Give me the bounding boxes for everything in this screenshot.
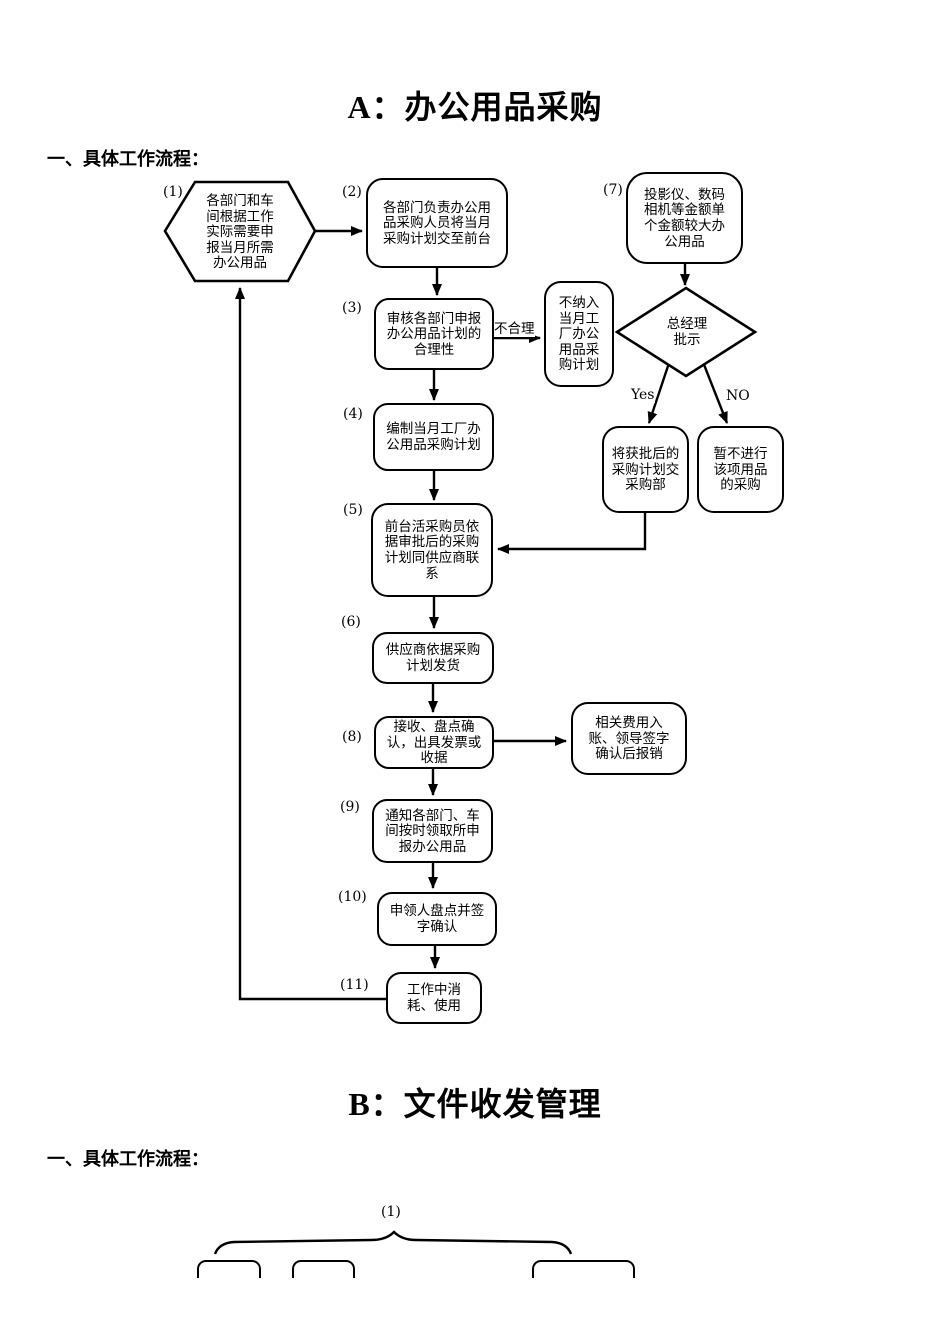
step-label-7: (7): [603, 182, 623, 198]
step-label-1: (1): [163, 184, 183, 200]
step-label-2: (2): [342, 184, 362, 200]
node-step3: 审核各部门申报 办公用品计划的 合理性: [374, 298, 494, 370]
step-label-10: (10): [338, 889, 367, 905]
edge-gm-no: [699, 356, 729, 424]
node-step9: 通知各部门、车 间按时领取所申 报办公用品: [372, 799, 493, 863]
step-label-3: (3): [342, 300, 362, 316]
node-step6: 供应商依据采购 计划发货: [372, 632, 494, 684]
node-step10: 申领人盘点并签 字确认: [377, 892, 497, 946]
section-b-brace: [213, 1230, 573, 1255]
node-gm-review-text: 总经理 批示: [666, 316, 708, 347]
section-b-partial-box-2: [292, 1260, 355, 1278]
edge-gm-yes: [647, 356, 673, 424]
edge-feedback-loop: [235, 287, 386, 1001]
step-label-6: (6): [341, 614, 361, 630]
step-label-9: (9): [340, 799, 360, 815]
node-step5: 前台活采购员依 据审批后的采购 计划同供应商联 系: [371, 503, 493, 597]
edge-label-unreasonable: 不合理: [494, 317, 535, 337]
node-step7: 投影仪、数码 相机等金额单 个金额较大办 公用品: [626, 172, 743, 264]
decision-diamond-shape: [614, 286, 758, 378]
step-label-4: (4): [343, 406, 363, 422]
section-b-partial-box-1: [197, 1260, 261, 1278]
step-label-8: (8): [342, 729, 362, 745]
section-b-partial-box-3: [532, 1260, 635, 1278]
node-step4: 编制当月工厂办 公用品采购计划: [373, 403, 494, 471]
edge-label-yes: Yes: [631, 387, 655, 403]
node-exclude-from-plan: 不纳入 当月工 厂办公 用品采 购计划: [544, 281, 614, 387]
section-b-subtitle: 一、具体工作流程：: [47, 1149, 209, 1169]
edge-label-no: NO: [726, 388, 750, 404]
section-b-title: B：文件收发管理: [348, 1086, 602, 1122]
section-a-title: A：办公用品采购: [347, 89, 603, 125]
node-step11: 工作中消 耗、使用: [386, 972, 482, 1024]
node-step2: 各部门负责办公用 品采购人员将当月 采购计划交至前台: [366, 178, 508, 268]
section-b-step1-label: (1): [381, 1204, 401, 1220]
node-rejected-no-purchase: 暂不进行 该项用品 的采购: [697, 426, 784, 513]
node-step1-hexagon-text: 各部门和车 间根据工作 实际需要申 报当月所需 办公用品: [206, 193, 274, 271]
node-approved-to-purchasing: 将获批后的 采购计划交 采购部: [602, 426, 689, 513]
step-label-11: (11): [340, 977, 369, 993]
section-a-subtitle: 一、具体工作流程：: [47, 149, 209, 169]
node-reimbursement: 相关费用入 账、领导签字 确认后报销: [571, 702, 687, 775]
step-label-5: (5): [343, 502, 363, 518]
hexagon-step1-shape: [163, 180, 317, 283]
edge-approved-s5: [497, 513, 647, 554]
node-step8: 接收、盘点确 认，出具发票或 收据: [374, 716, 494, 769]
